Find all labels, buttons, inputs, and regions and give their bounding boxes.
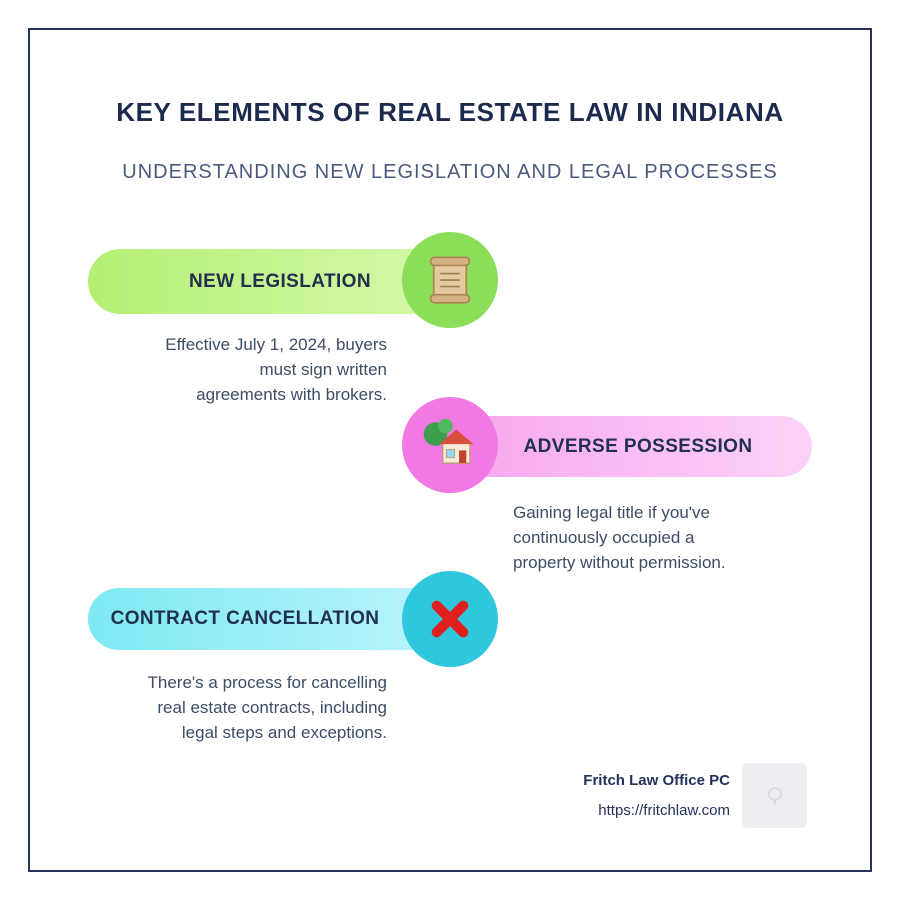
website-link[interactable]: https://fritchlaw.com: [598, 802, 730, 819]
cross-icon-badge: [402, 571, 498, 667]
description-line: agreements with brokers.: [196, 385, 387, 404]
scroll-icon-badge: [402, 232, 498, 328]
section-description-new-legislation: Effective July 1, 2024, buyers must sign…: [67, 332, 387, 407]
house-icon-badge: [402, 397, 498, 493]
logo-placeholder: [742, 763, 807, 828]
description-line: legal steps and exceptions.: [181, 723, 387, 742]
page-subtitle: UNDERSTANDING NEW LEGISLATION AND LEGAL …: [122, 161, 778, 183]
footer: Fritch Law Office PC https://fritchlaw.c…: [583, 772, 730, 819]
section-label-new-legislation: NEW LEGISLATION: [189, 270, 371, 292]
scroll-icon: [429, 256, 471, 304]
description-line: must sign written: [259, 360, 387, 379]
logo-mark-icon: [767, 786, 782, 805]
pill-adverse-possession: [450, 416, 812, 477]
section-label-contract-cancellation: CONTRACT CANCELLATION: [110, 608, 380, 629]
page-title: KEY ELEMENTS OF REAL ESTATE LAW IN INDIA…: [116, 97, 784, 127]
description-line: Gaining legal title if you've: [513, 503, 710, 522]
page-border-frame: [28, 28, 872, 872]
description-line: continuously occupied a: [513, 528, 695, 547]
description-line: There's a process for cancelling: [147, 673, 387, 692]
house-icon: [423, 418, 474, 464]
pill-contract-cancellation: [88, 588, 462, 650]
cross-icon: [431, 600, 469, 638]
pill-new-legislation: [88, 249, 462, 314]
company-name: Fritch Law Office PC: [583, 772, 730, 789]
section-label-adverse-possession: ADVERSE POSSESSION: [523, 435, 753, 457]
description-line: real estate contracts, including: [157, 698, 387, 717]
description-line: Effective July 1, 2024, buyers: [165, 335, 387, 354]
description-line: property without permission.: [513, 553, 726, 572]
section-description-contract-cancellation: There's a process for cancelling real es…: [67, 670, 387, 745]
section-description-adverse-possession: Gaining legal title if you've continuous…: [513, 500, 833, 575]
